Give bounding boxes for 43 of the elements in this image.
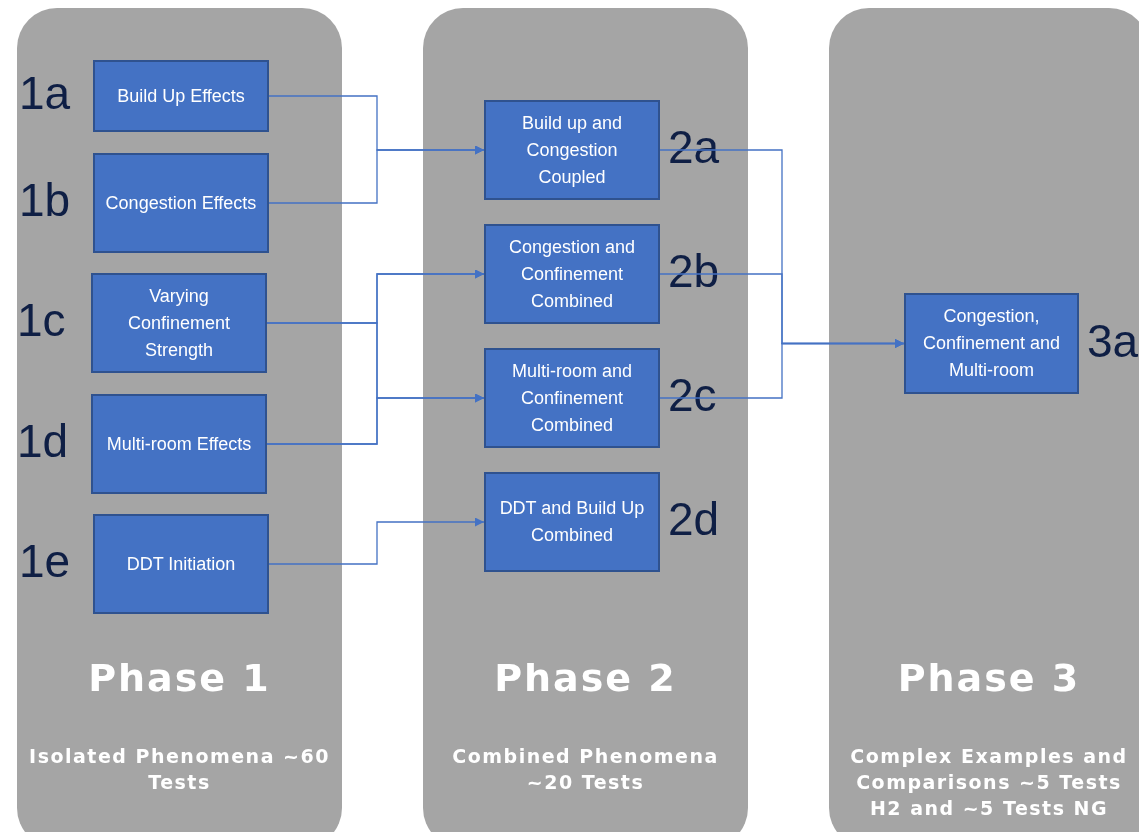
step-number: 3a xyxy=(1087,317,1139,364)
connector-arrow xyxy=(659,339,905,399)
box-label: Varying Confinement Strength xyxy=(126,284,232,362)
process-box xyxy=(904,293,1079,394)
step-number: 2c xyxy=(668,372,717,418)
process-box xyxy=(484,100,660,200)
phase-title: Phase 2 xyxy=(493,656,678,700)
step-number: 1a xyxy=(19,70,71,116)
phase-panel xyxy=(829,8,1139,832)
process-box xyxy=(91,394,267,494)
process-box xyxy=(484,472,660,572)
box-label: Congestion Effects xyxy=(105,191,257,215)
phase-title: Phase 1 xyxy=(87,656,272,700)
box-label: DDT and Build Up Combined xyxy=(498,497,646,547)
box-label: Multi-room and Confinement Combined xyxy=(510,359,633,437)
connector-arrow xyxy=(268,145,485,204)
phase-title: Phase 3 xyxy=(896,656,1082,700)
process-box xyxy=(93,514,269,614)
box-label: Congestion, Confinement and Multi-room xyxy=(921,305,1062,382)
step-number: 1b xyxy=(19,177,71,223)
phase-description: Complex Examples and Comparisons ~5 Tests H2 and ~5 Tests NG xyxy=(849,744,1129,821)
step-number: 2d xyxy=(668,496,720,542)
process-box xyxy=(484,348,660,448)
phase-description: Isolated Phenomena ~60 Tests xyxy=(28,744,331,795)
process-box xyxy=(93,153,269,253)
phase-panel xyxy=(423,8,748,832)
box-label: Build Up Effects xyxy=(117,84,245,108)
phase-description: Combined Phenomena ~20 Tests xyxy=(451,744,720,795)
step-number: 2b xyxy=(668,248,720,294)
box-label: Congestion and Confinement Combined xyxy=(507,235,637,313)
box-label: Build up and Congestion Coupled xyxy=(520,111,624,189)
box-label: DDT Initiation xyxy=(126,552,236,576)
process-box xyxy=(91,273,267,373)
step-number: 1d xyxy=(17,418,69,464)
step-number: 2a xyxy=(668,124,720,170)
connector-arrow xyxy=(268,517,485,565)
connector-arrow xyxy=(266,393,485,445)
box-label: Multi-room Effects xyxy=(106,432,252,456)
process-box xyxy=(484,224,660,324)
phase-panel xyxy=(17,8,342,832)
step-number: 1e xyxy=(19,538,71,584)
process-box xyxy=(93,60,269,132)
step-number: 1c xyxy=(17,297,66,343)
